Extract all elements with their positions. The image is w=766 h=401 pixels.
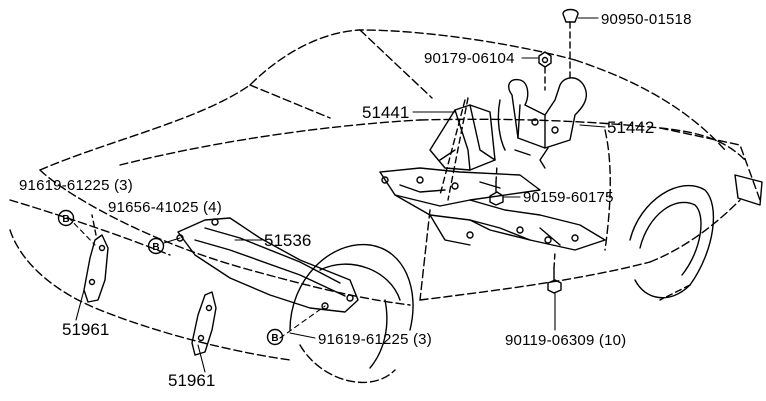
plate-51961-lower	[191, 291, 217, 356]
badge-b-3-label: B	[271, 333, 278, 344]
label-bolt-under: 90119-06309 (10)	[505, 332, 626, 349]
plate-51961-upper	[83, 214, 109, 303]
label-bolt-front-mid: 91656-41025 (4)	[108, 199, 222, 216]
label-plate-lower: 51961	[168, 371, 215, 390]
floor-subframe	[379, 167, 606, 251]
label-plate-upper: 51961	[62, 320, 109, 339]
nut-part	[538, 51, 552, 91]
bolt-under-part	[547, 251, 562, 294]
label-bolt-bottom: 91619-61225 (3)	[318, 331, 432, 348]
crossmember-51536	[176, 217, 359, 313]
label-cap-top: 90950-01518	[601, 11, 692, 28]
rear-wheel	[629, 184, 715, 301]
badge-b-3	[266, 328, 284, 346]
label-bracket-left: 51441	[362, 103, 409, 122]
front-wheel	[289, 243, 414, 384]
badge-b-1	[57, 209, 75, 227]
label-bracket-right: 51442	[607, 118, 654, 137]
bolt-mid-part	[489, 164, 504, 206]
label-bolt-front-left: 91619-61225 (3)	[19, 177, 133, 194]
label-bolt-mid: 90159-60175	[523, 189, 614, 206]
label-nut-top: 90179-06104	[424, 50, 515, 67]
badge-b-1-label: B	[62, 214, 69, 225]
badge-b-2	[147, 237, 165, 255]
label-crossmember: 51536	[264, 231, 311, 250]
bracket-51441	[429, 97, 496, 201]
cap-part	[562, 8, 579, 81]
leader-lines	[67, 17, 606, 373]
badge-b-2-label: B	[152, 242, 159, 253]
bracket-51442	[497, 77, 587, 169]
tail-lamp	[734, 174, 763, 206]
car-body-outline	[9, 29, 761, 361]
